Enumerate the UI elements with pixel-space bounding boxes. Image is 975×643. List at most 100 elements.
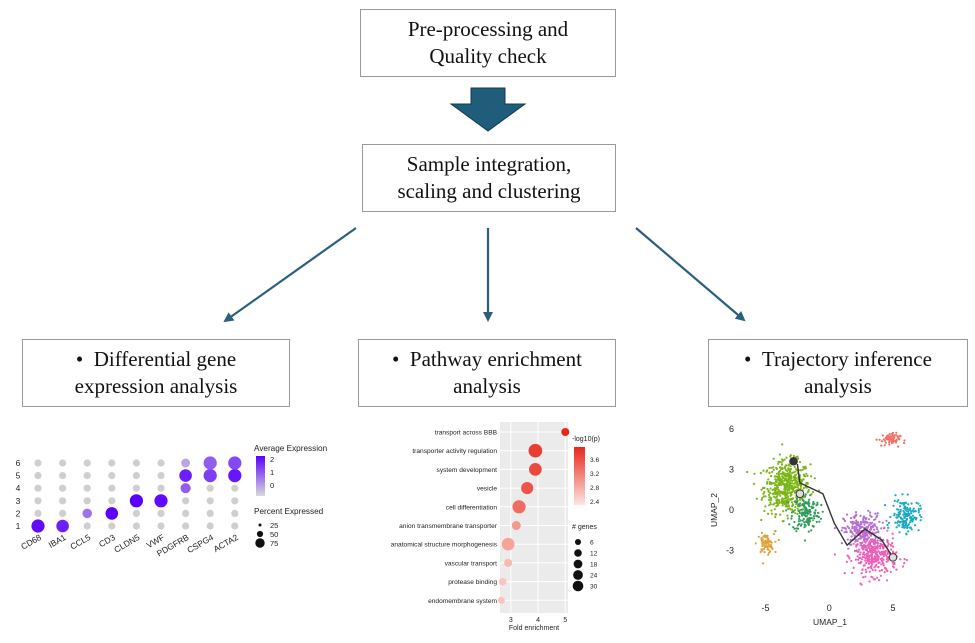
pathway-title: Pathway enrichment xyxy=(409,347,582,371)
bullet: • xyxy=(744,347,752,371)
umap-cell-point xyxy=(754,542,757,545)
umap-cell-point xyxy=(809,463,812,466)
umap-cell-point xyxy=(746,470,749,474)
umap-cell-point xyxy=(796,486,799,489)
umap-cell-point xyxy=(882,562,885,565)
umap-cell-point xyxy=(762,492,765,495)
integration-line2: scaling and clustering xyxy=(397,179,581,203)
umap-cell-point xyxy=(845,531,848,534)
umap-cell-point xyxy=(856,522,859,526)
dot-point-bg xyxy=(34,509,42,517)
umap-cell-point xyxy=(885,554,888,557)
umap-cell-point xyxy=(866,534,869,537)
umap-cell-point xyxy=(803,511,806,514)
umap-cell-point xyxy=(799,502,802,505)
umap-cell-point xyxy=(883,526,886,529)
dot-point-bg xyxy=(206,522,214,530)
x-axis-label: UMAP_1 xyxy=(813,617,847,627)
umap-cell-point xyxy=(910,528,913,531)
umap-cell-point xyxy=(790,501,794,504)
umap-cell-point xyxy=(795,530,798,533)
umap-cell-point xyxy=(851,571,854,574)
umap-cell-point xyxy=(875,526,878,529)
umap-cell-point xyxy=(806,474,809,477)
umap-cell-point xyxy=(903,501,907,504)
umap-cell-point xyxy=(863,564,866,567)
umap-cell-point xyxy=(815,520,818,524)
umap-cell-point xyxy=(768,544,771,547)
dot-point xyxy=(180,483,191,494)
umap-cell-point xyxy=(868,580,871,583)
umap-cell-point xyxy=(772,468,775,471)
umap-cell-point xyxy=(793,509,797,512)
umap-cell-point xyxy=(861,555,864,559)
umap-cell-point xyxy=(786,481,789,484)
umap-cell-point xyxy=(893,439,896,442)
umap-cell-point xyxy=(762,495,765,498)
umap-cell-point xyxy=(784,505,787,508)
umap-cell-point xyxy=(904,520,907,523)
umap-cell-point xyxy=(808,505,811,508)
term-label: system development xyxy=(437,467,498,474)
umap-cell-point xyxy=(896,500,899,503)
legend-size-dot xyxy=(574,538,582,546)
umap-cell-point xyxy=(866,527,869,530)
umap-cell-point xyxy=(903,439,906,442)
umap-cell-point xyxy=(881,521,884,524)
y-axis-label: UMAP_2 xyxy=(709,493,719,527)
umap-cell-point xyxy=(779,490,782,493)
dot-point-bg xyxy=(59,472,67,480)
dot-point-bg xyxy=(83,497,91,505)
umap-cell-point xyxy=(770,466,773,469)
umap-cell-point xyxy=(796,455,799,458)
umap-cell-point xyxy=(865,561,868,565)
dot-point-bg xyxy=(182,497,190,505)
dot-point-bg xyxy=(83,459,91,467)
legend-size-tick: 30 xyxy=(590,584,598,591)
differential-title: Differential gene xyxy=(93,347,237,371)
umap-cell-point xyxy=(845,513,849,516)
umap-cell-point xyxy=(789,498,792,501)
umap-cell-point xyxy=(779,494,782,497)
umap-cell-point xyxy=(787,501,790,504)
umap-cell-point xyxy=(785,496,788,499)
umap-cell-point xyxy=(778,469,781,473)
umap-cell-point xyxy=(815,514,818,518)
umap-cell-point xyxy=(848,543,852,546)
legend-avg-tick: 1 xyxy=(270,468,274,477)
umap-cell-point xyxy=(869,511,872,514)
umap-cell-point xyxy=(867,544,870,547)
umap-cell-point xyxy=(780,478,783,481)
umap-cell-point xyxy=(854,530,857,533)
umap-cell-point xyxy=(769,487,772,490)
umap-cell-point xyxy=(752,482,756,485)
umap-cell-point xyxy=(887,521,891,524)
x-tick-label: ACTA2 xyxy=(212,532,240,554)
umap-cell-point xyxy=(888,443,891,446)
umap-cell-point xyxy=(789,484,792,487)
umap-cell-point xyxy=(778,453,781,456)
dot-point-bg xyxy=(206,509,214,517)
umap-cell-point xyxy=(876,551,879,554)
umap-cell-point xyxy=(907,523,910,526)
dot-point xyxy=(56,519,69,533)
umap-cell-point xyxy=(860,572,863,575)
umap-cell-point xyxy=(782,472,785,475)
enrichment-point xyxy=(497,596,505,604)
umap-cell-point xyxy=(783,458,786,461)
legend-size-tick: 6 xyxy=(590,540,594,547)
umap-cell-point xyxy=(865,526,868,529)
umap-cell-point xyxy=(803,526,806,529)
umap-cell-point xyxy=(878,438,881,441)
umap-cell-point xyxy=(768,482,772,485)
y-tick-label: 2 xyxy=(16,508,21,518)
x-tick-label: 4 xyxy=(536,617,540,624)
umap-cell-point xyxy=(871,568,874,571)
umap-cell-point xyxy=(863,553,866,556)
umap-cell-point xyxy=(877,531,880,534)
umap-cell-point xyxy=(846,538,849,541)
umap-cell-point xyxy=(874,560,877,563)
umap-cell-point xyxy=(880,444,883,447)
dot-point-bg xyxy=(206,484,214,492)
pathway-box: • Pathway enrichment analysis xyxy=(358,339,616,407)
